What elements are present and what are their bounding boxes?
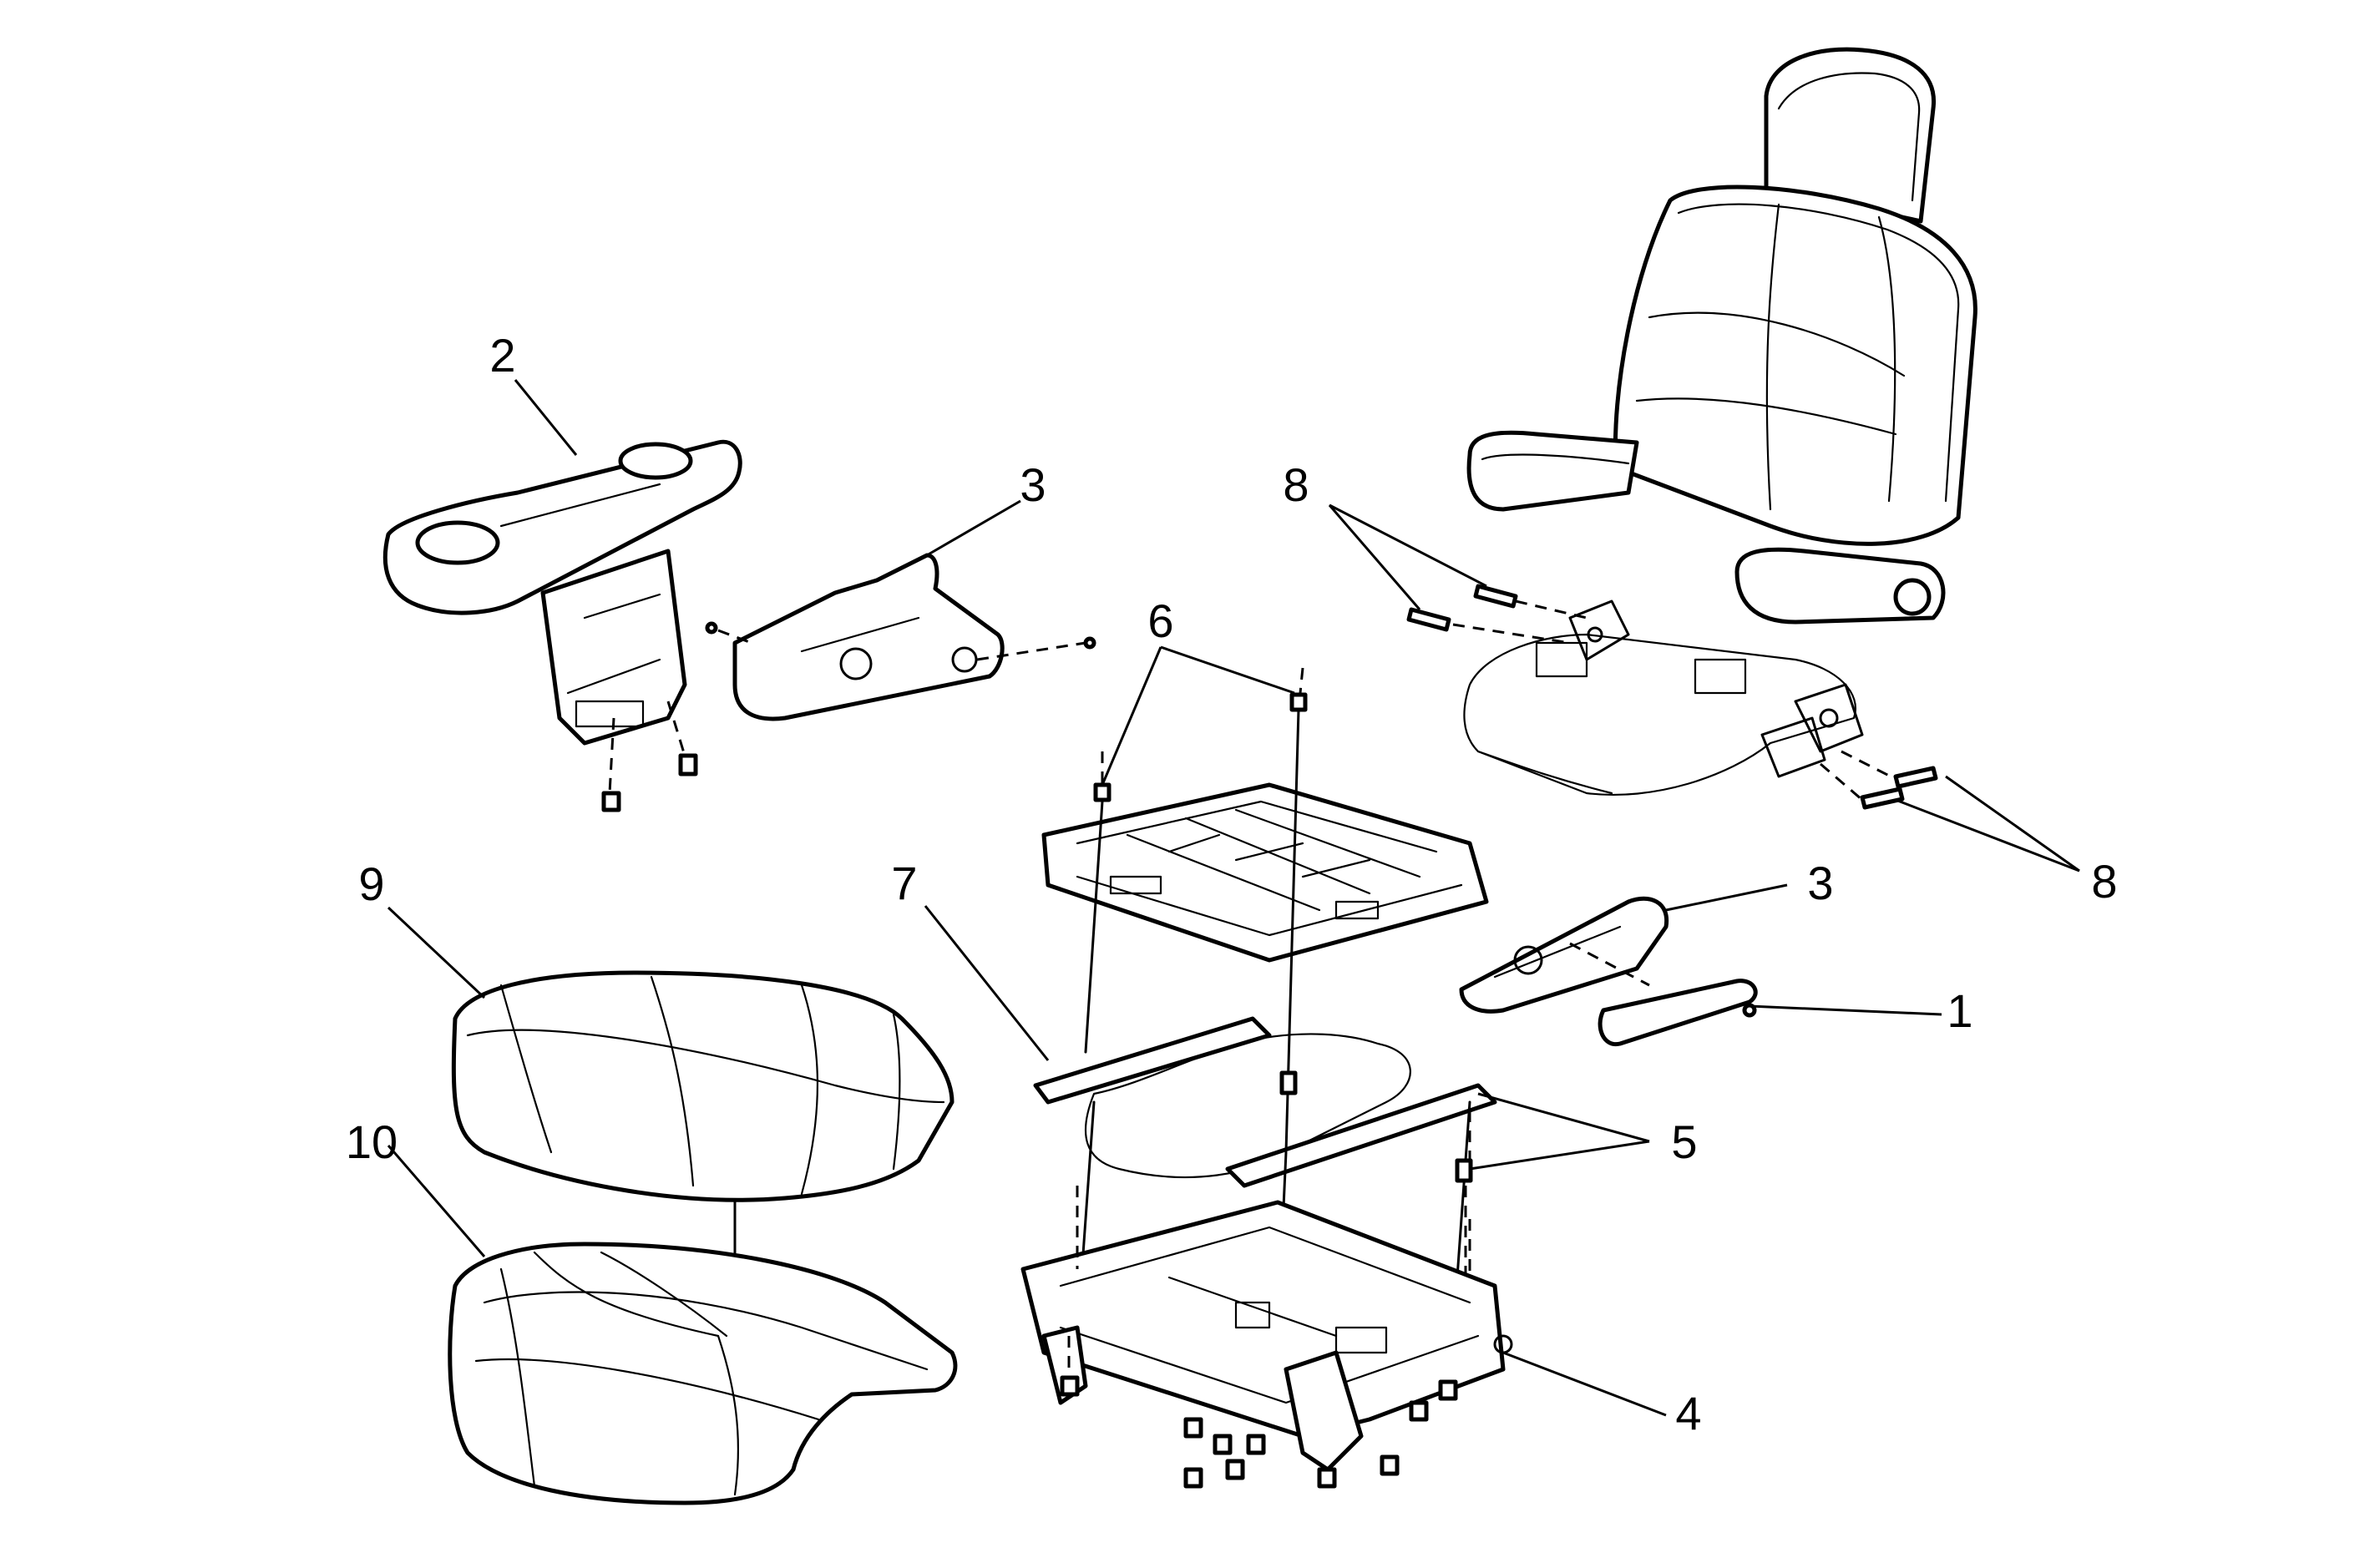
callout-8-lower: 8 [2091, 855, 2117, 908]
seat-assembly [1463, 47, 1977, 797]
callout-10: 10 [346, 1115, 398, 1168]
callout-1: 1 [1947, 984, 1972, 1037]
seat-riser-base [1020, 1186, 1513, 1489]
callout-labels: 2 3 6 8 9 7 3 8 1 10 5 4 [346, 329, 2118, 1439]
callout-3-upper: 3 [1020, 458, 1046, 511]
seat-track-and-harness [1033, 1016, 1497, 1338]
leader-lines [387, 379, 2080, 1417]
cup-holder-armrest [382, 439, 742, 812]
seat-adjuster-frame [1041, 667, 1489, 1154]
side-cover-upper [705, 553, 1096, 721]
bolts-8-upper [1406, 584, 1588, 645]
callout-5: 5 [1671, 1115, 1697, 1168]
callout-2: 2 [489, 329, 515, 382]
callout-8-upper: 8 [1283, 458, 1309, 511]
seat-cushion-cover [451, 970, 955, 1304]
callout-7: 7 [891, 857, 917, 909]
bolts-8-lower [1820, 750, 1938, 810]
callout-9: 9 [358, 857, 384, 910]
callout-3-lower: 3 [1807, 857, 1833, 909]
side-cover-lower [1459, 896, 1669, 1014]
callout-4: 4 [1675, 1387, 1701, 1439]
seat-cushion-pad [448, 1242, 958, 1505]
callout-6: 6 [1147, 594, 1173, 647]
recliner-handle [1598, 979, 1758, 1047]
